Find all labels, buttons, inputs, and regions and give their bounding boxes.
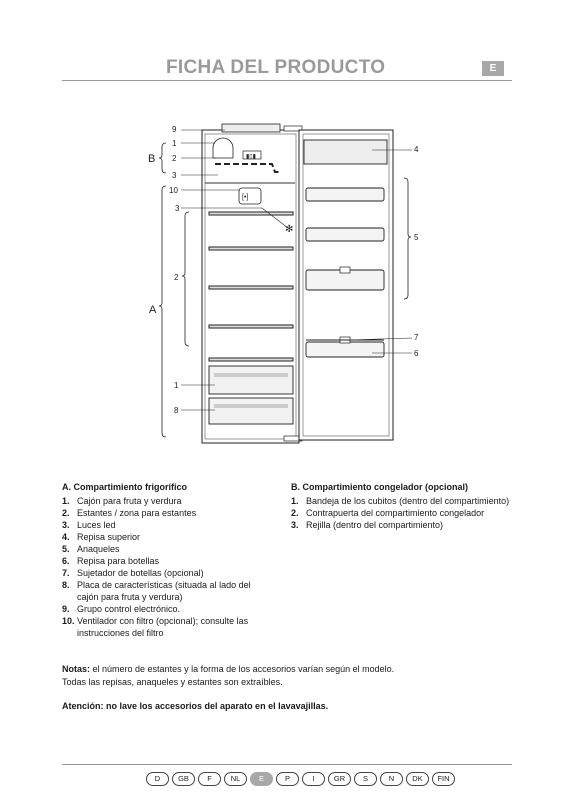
title-divider <box>62 80 512 81</box>
display <box>242 150 262 160</box>
shelves <box>208 211 294 362</box>
fridge-diagram: ▮▯▮ [•] ✻ <box>148 123 419 444</box>
section-a-list: 1.Cajón para fruta y verdura 2.Estantes … <box>62 495 272 639</box>
list-item: 4.Repisa superior <box>62 532 141 542</box>
warning: Atención: no lave los accesorios del apa… <box>62 701 329 711</box>
section-a: A. Compartimiento frigorífico 1.Cajón pa… <box>62 481 272 639</box>
light-icon: ✻ <box>285 224 293 235</box>
callout: 3 <box>175 204 180 213</box>
crisper-drawer-lower <box>208 397 294 425</box>
callout: 1 <box>174 381 179 390</box>
language-tab[interactable]: I <box>302 772 325 786</box>
language-tab[interactable]: P <box>276 772 299 786</box>
door-balconies <box>305 187 385 358</box>
callout: 9 <box>172 125 177 134</box>
language-badge: E <box>482 61 504 76</box>
control-panel <box>221 123 281 133</box>
language-tab[interactable]: FIN <box>432 772 455 786</box>
fan-label: [•] <box>242 194 248 201</box>
notes-text: el número de estantes y la forma de los … <box>90 664 395 674</box>
list-item: 2.Estantes / zona para estantes <box>62 508 197 518</box>
language-tab[interactable]: E <box>250 772 273 786</box>
footer-divider <box>62 764 512 765</box>
list-item: 1.Cajón para fruta y verdura <box>62 496 182 506</box>
notes: Notas: el número de estantes y la forma … <box>62 663 522 689</box>
callout: 2 <box>172 154 177 163</box>
fan-filter <box>238 187 262 205</box>
door-freezer-flap <box>303 139 388 165</box>
list-item: 3.Rejilla (dentro del compartimiento) <box>291 520 444 530</box>
notes-label: Notas: <box>62 664 91 674</box>
list-item: 8.Placa de características (situada al l… <box>62 580 251 602</box>
notes-text-2: Todas las repisas, anaqueles y estantes … <box>62 677 283 687</box>
group-label-a: A <box>149 304 157 316</box>
list-item: 7.Sujetador de botellas (opcional) <box>62 568 204 578</box>
language-tab[interactable]: F <box>198 772 221 786</box>
callout: 4 <box>414 145 419 154</box>
led-light <box>212 137 234 159</box>
callout: 8 <box>174 406 179 415</box>
list-item: 1.Bandeja de los cubitos (dentro del com… <box>291 496 510 506</box>
callout: 6 <box>414 349 419 358</box>
display-label: ▮▯▮ <box>246 154 256 160</box>
list-item: 6.Repisa para botellas <box>62 556 160 566</box>
list-item: 2.Contrapuerta del compartimiento congel… <box>291 508 485 518</box>
callout: 5 <box>414 233 419 242</box>
list-item: 9.Grupo control electrónico. <box>62 604 181 614</box>
language-tab[interactable]: NL <box>224 772 247 786</box>
page-title: FICHA DEL PRODUCTO <box>166 57 386 78</box>
callout: 1 <box>172 139 177 148</box>
list-item: 5.Anaqueles <box>62 544 120 554</box>
callout: 10 <box>169 186 178 195</box>
language-tab[interactable]: GB <box>172 772 195 786</box>
language-tab[interactable]: GR <box>328 772 351 786</box>
language-tab[interactable]: D <box>146 772 169 786</box>
section-a-title: A. Compartimiento frigorífico <box>62 482 188 492</box>
section-b-title: B. Compartimiento congelador (opcional) <box>291 482 469 492</box>
crisper-drawer <box>208 365 294 395</box>
callout: 3 <box>172 171 177 180</box>
freezer-compartment <box>215 163 280 173</box>
list-item: 10.Ventilador con filtro (opcional); con… <box>62 616 249 638</box>
language-tab[interactable]: S <box>354 772 377 786</box>
bottle-holder <box>339 266 351 274</box>
group-label-b: B <box>148 153 155 165</box>
callout: 2 <box>174 273 179 282</box>
section-b: B. Compartimiento congelador (opcional) … <box>291 481 516 531</box>
section-b-list: 1.Bandeja de los cubitos (dentro del com… <box>291 495 516 531</box>
language-tab[interactable]: DK <box>406 772 429 786</box>
callout: 7 <box>414 333 419 342</box>
fridge-inner <box>204 133 297 440</box>
list-item: 3.Luces led <box>62 520 116 530</box>
language-tab[interactable]: N <box>380 772 403 786</box>
